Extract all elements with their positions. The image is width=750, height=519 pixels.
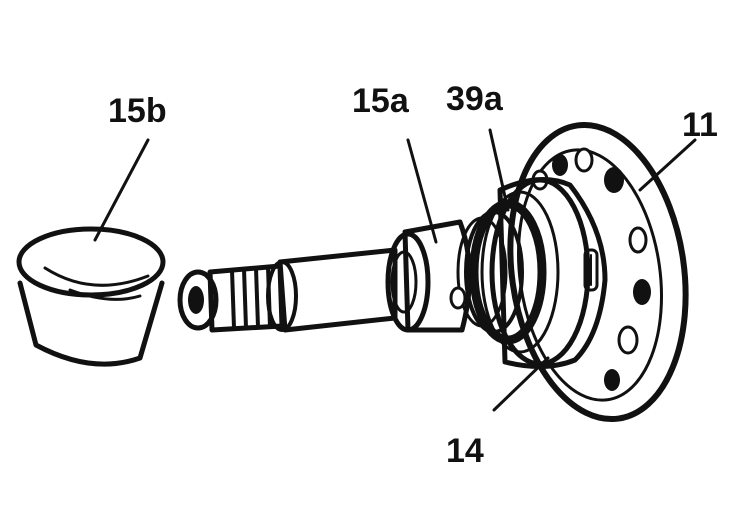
bolt-hole (574, 147, 594, 173)
bushing-15b (16, 226, 166, 367)
collar-hole (449, 286, 467, 310)
collar-15a (385, 219, 473, 333)
leader-14 (492, 356, 550, 412)
flange-11 (507, 121, 689, 423)
bolt-hole (604, 369, 620, 391)
leader-11 (638, 138, 697, 192)
leader-15b (93, 138, 150, 242)
bolt-hole (633, 279, 651, 305)
label-14: 14 (446, 432, 484, 470)
bolt-hole (552, 154, 568, 176)
label-11: 11 (682, 106, 718, 144)
label-15a: 15a (352, 82, 410, 120)
leader-15a (406, 138, 438, 244)
leader-lines (93, 128, 697, 412)
bolt-hole (628, 226, 648, 254)
bolt-hole (617, 325, 639, 355)
leader-39a (488, 128, 510, 212)
shaft (266, 247, 398, 333)
label-15b: 15b (108, 92, 167, 130)
splined-tip (177, 263, 285, 333)
label-39a: 39a (446, 80, 504, 118)
bolt-hole (604, 167, 624, 193)
